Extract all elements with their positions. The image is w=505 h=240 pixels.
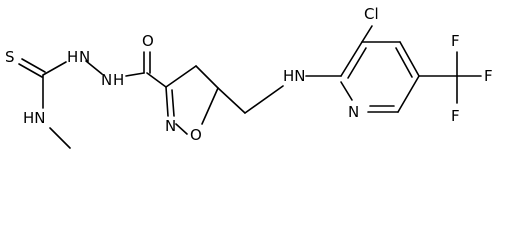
bond-n-c2 bbox=[340, 81, 353, 101]
sulfur-label: S bbox=[5, 48, 15, 66]
isoxazoline-o-label: O bbox=[190, 126, 202, 144]
bond-c3-cl bbox=[361, 25, 373, 43]
bond-ch2-nh bbox=[244, 85, 284, 114]
carbonyl-oxygen-label: O bbox=[142, 32, 154, 50]
molecule-structure-diagram: S HN H N N H O N O HN Cl N F F F bbox=[5, 5, 493, 149]
bond-n-c3-a bbox=[165, 86, 169, 117]
thioamide-nh-label: HN bbox=[23, 109, 46, 127]
fluorine-top-label: F bbox=[451, 32, 460, 50]
bond-nh-methyl bbox=[49, 127, 71, 149]
bond-c-nh-a bbox=[42, 61, 67, 76]
atom-labels: S HN H N N H O N O HN Cl N F F F bbox=[5, 5, 493, 144]
bond-c4-c5-a bbox=[399, 41, 420, 77]
fluorine-right-label: F bbox=[484, 67, 493, 85]
amine-nh-label: HN bbox=[283, 67, 306, 85]
hydrazide-n2-label: N bbox=[101, 71, 112, 89]
fluorine-bottom-label: F bbox=[451, 107, 460, 125]
hydrazide-h-label: H bbox=[67, 48, 78, 66]
bond-nhb-carbonyl bbox=[125, 72, 145, 77]
bond-c5-ch2 bbox=[217, 87, 246, 114]
bond-c5-o bbox=[201, 87, 219, 125]
hydrazide-n-label: N bbox=[79, 48, 90, 66]
bond-c-s-double-a bbox=[18, 63, 43, 78]
bond-carbonyl-c3 bbox=[146, 72, 167, 88]
pyridine-n-label: N bbox=[348, 103, 359, 121]
bond-c4-c5-b bbox=[395, 47, 413, 78]
bond-c2-c3-a bbox=[340, 41, 363, 77]
bond-c5-c6 bbox=[397, 75, 420, 113]
isoxazoline-n-label: N bbox=[165, 117, 176, 135]
bond-nha-nhb bbox=[85, 60, 103, 75]
bond-n-c3-b bbox=[171, 89, 175, 117]
bond-c3-c4 bbox=[165, 65, 197, 88]
bond-lines bbox=[18, 25, 482, 149]
bond-o-n bbox=[175, 123, 188, 135]
bond-c4-c5 bbox=[195, 65, 219, 89]
bond-c-s-double-b bbox=[21, 58, 46, 73]
bond-c2-c3-b bbox=[347, 47, 367, 79]
hydrazide-h2-label: H bbox=[113, 71, 124, 89]
chlorine-label: Cl bbox=[364, 5, 379, 23]
